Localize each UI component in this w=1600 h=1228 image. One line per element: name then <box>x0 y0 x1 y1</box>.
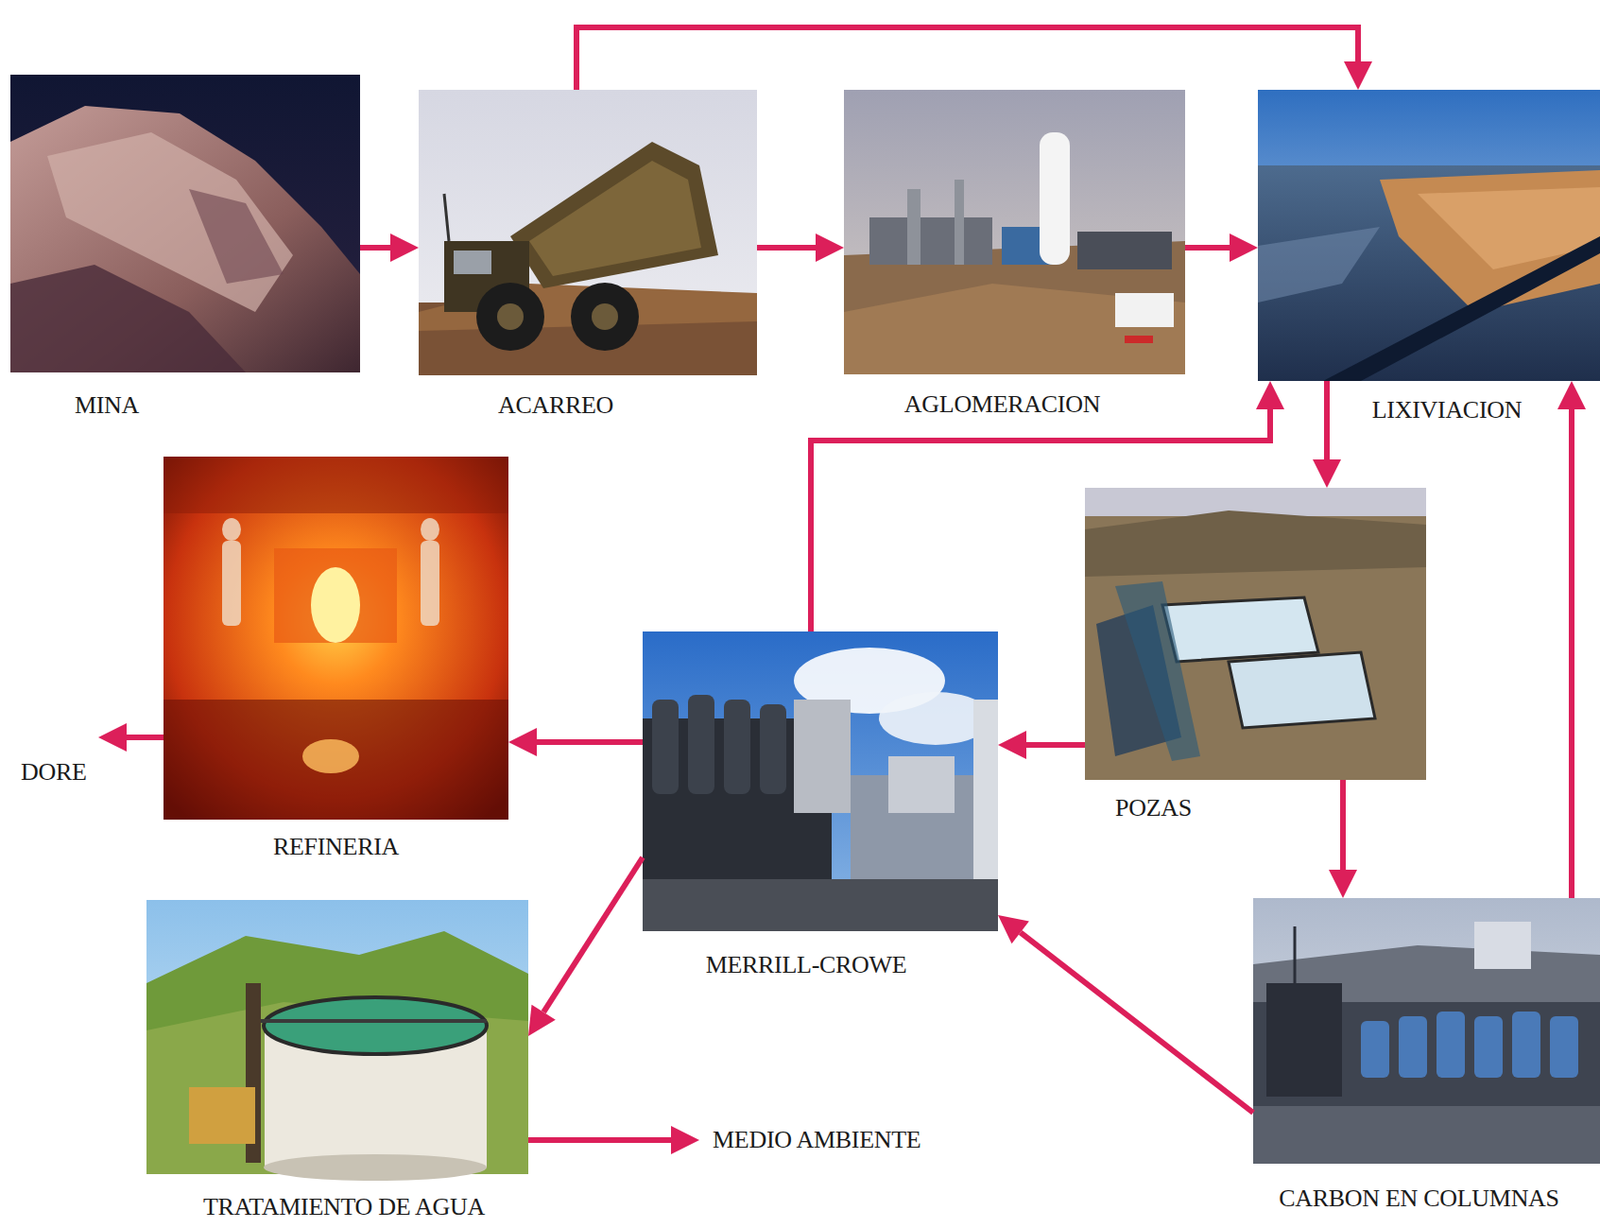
process-photo-node: MERRILL-CROWE <box>642 631 998 931</box>
flow-line <box>528 1136 671 1143</box>
stage-label: ACARREO <box>498 391 614 420</box>
arrow-head <box>1328 869 1358 898</box>
arrow-head <box>997 914 1030 944</box>
process-photo-node: MINA <box>10 74 361 373</box>
arrow-head <box>815 233 844 262</box>
flow-arrow <box>997 914 1254 1113</box>
flow-arrow <box>1328 779 1358 898</box>
arrow-head <box>1229 233 1258 262</box>
process-photo-node: POZAS <box>1084 487 1427 780</box>
flow-arrow <box>1185 233 1258 262</box>
arrow-head <box>1557 380 1586 410</box>
stage-label: TRATAMIENTO DE AGUA <box>203 1192 485 1222</box>
flow-line <box>1185 244 1230 251</box>
flow-arrow <box>756 233 844 262</box>
flow-arrow <box>528 857 643 1036</box>
flow-line <box>543 857 643 1013</box>
stage-label: CARBON EN COLUMNAS <box>1278 1184 1560 1213</box>
arrow-head <box>528 1004 556 1036</box>
flow-line <box>1020 931 1254 1113</box>
stage-label: LIXIVIACION <box>1372 395 1522 425</box>
arrow-head <box>1343 61 1373 90</box>
flow-line <box>1568 409 1575 898</box>
flow-line <box>126 734 164 740</box>
stage-label: AGLOMERACION <box>904 390 1101 419</box>
arrow-head <box>1255 380 1285 410</box>
stage-label: REFINERIA <box>273 832 399 861</box>
arrow-head <box>98 722 127 752</box>
flow-arrow <box>98 722 164 752</box>
stage-label: MERRILL-CROWE <box>705 950 908 980</box>
flow-arrow <box>997 730 1085 759</box>
process-photo-node: REFINERIA <box>163 456 509 820</box>
flow-arrow <box>528 1125 700 1154</box>
flow-arrow <box>508 727 643 757</box>
process-photo-node: ACARREO <box>418 89 757 376</box>
process-photo-node: AGLOMERACION <box>843 89 1186 375</box>
flow-line <box>536 739 643 745</box>
flow-arrow <box>1312 380 1342 488</box>
process-photo-node: LIXIVIACION <box>1257 89 1600 381</box>
flow-line <box>756 244 816 251</box>
arrow-head <box>997 730 1027 759</box>
flow-line <box>1026 741 1085 748</box>
output-label: MEDIO AMBIENTE <box>712 1125 922 1154</box>
process-photo-node: CARBON EN COLUMNAS <box>1253 897 1600 1164</box>
output-label: DORE <box>20 757 87 787</box>
flow-line <box>1324 380 1330 460</box>
flow-line <box>1340 779 1346 870</box>
process-photo-node: TRATAMIENTO DE AGUA <box>146 899 529 1174</box>
output-node: DORE <box>17 727 99 791</box>
flow-arrow <box>360 233 419 262</box>
flow-line <box>360 244 391 251</box>
arrow-head <box>670 1125 700 1154</box>
flow-arrow <box>810 380 1285 632</box>
output-node: MEDIO AMBIENTE <box>699 1123 926 1156</box>
arrow-head <box>1312 459 1342 488</box>
flow-arrow <box>576 27 1373 90</box>
flow-arrow <box>1557 380 1586 898</box>
flow-line <box>576 27 1359 90</box>
stage-label: POZAS <box>1115 793 1192 823</box>
arrow-head <box>390 233 419 262</box>
arrow-head <box>508 727 537 757</box>
flow-line <box>810 409 1271 632</box>
stage-label: MINA <box>74 391 139 420</box>
